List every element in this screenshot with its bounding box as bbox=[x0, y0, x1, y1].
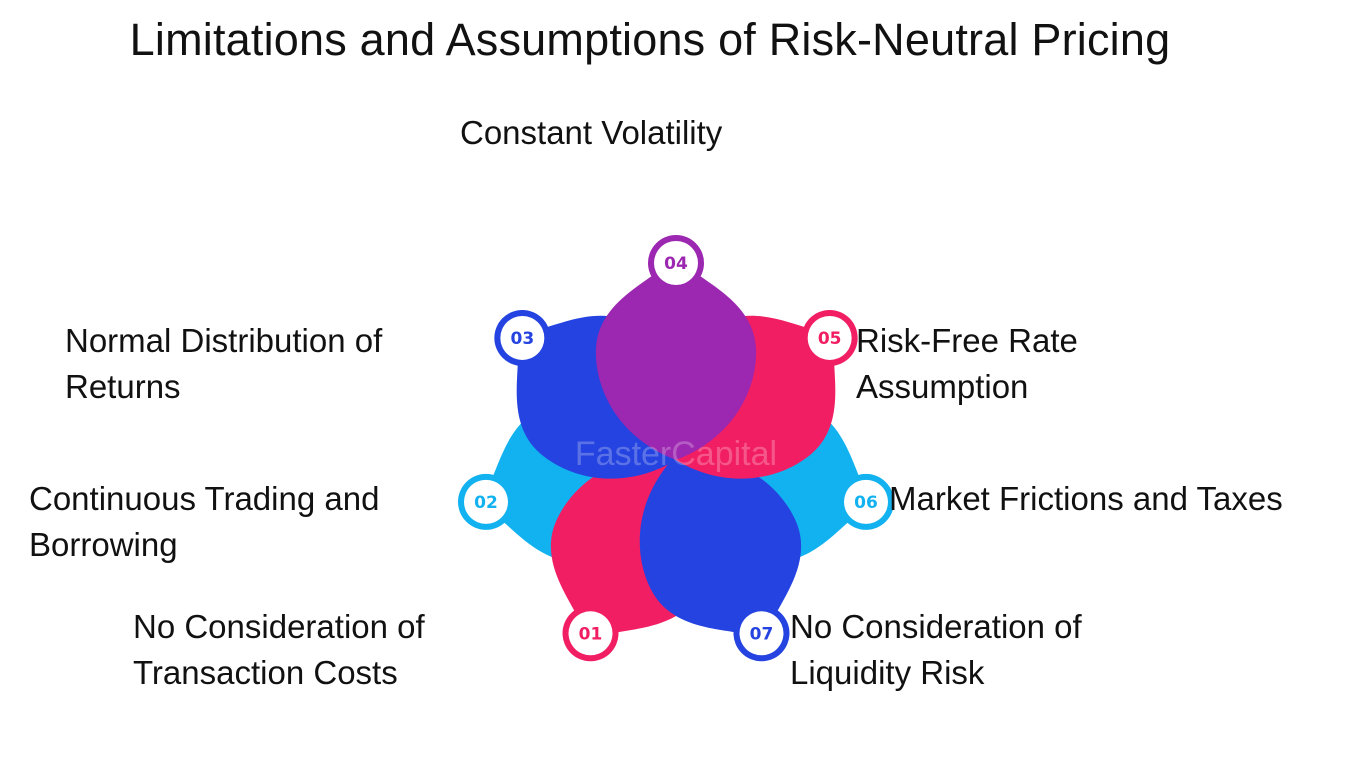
badge-number-07: 07 bbox=[750, 624, 774, 644]
label-07: No Consideration of Liquidity Risk bbox=[790, 604, 1082, 696]
label-03-line-2: Returns bbox=[65, 368, 181, 405]
label-01-line-2: Transaction Costs bbox=[133, 654, 398, 691]
badge-inner-05 bbox=[807, 315, 852, 360]
label-05-line-1: Risk-Free Rate bbox=[856, 322, 1078, 359]
badge-number-01: 01 bbox=[579, 624, 603, 644]
badge-05: 05 bbox=[801, 309, 858, 366]
badge-07: 07 bbox=[733, 605, 790, 662]
badge-inner-06 bbox=[844, 479, 889, 524]
label-02-line-1: Continuous Trading and bbox=[29, 480, 380, 517]
label-04-line-1: Constant Volatility bbox=[460, 114, 723, 151]
badge-number-04: 04 bbox=[664, 254, 688, 274]
page-title: Limitations and Assumptions of Risk-Neut… bbox=[129, 14, 1171, 65]
watermark: FasterCapital bbox=[575, 435, 777, 473]
label-07-line-1: No Consideration of bbox=[790, 608, 1082, 645]
badge-number-03: 03 bbox=[511, 329, 535, 349]
label-06-line-1: Market Frictions and Taxes bbox=[889, 480, 1283, 517]
label-01-line-1: No Consideration of bbox=[133, 608, 425, 645]
label-01: No Consideration of Transaction Costs bbox=[133, 604, 425, 696]
label-05-line-2: Assumption bbox=[856, 368, 1029, 405]
badge-number-05: 05 bbox=[818, 329, 842, 349]
label-02: Continuous Trading and Borrowing bbox=[29, 476, 379, 568]
badge-04: 04 bbox=[648, 235, 704, 291]
badge-number-02: 02 bbox=[474, 493, 498, 513]
badge-inner-01 bbox=[568, 611, 613, 656]
label-03-line-1: Normal Distribution of bbox=[65, 322, 383, 359]
label-03: Normal Distribution of Returns bbox=[65, 318, 382, 410]
badge-inner-02 bbox=[463, 479, 508, 524]
petal-04 bbox=[595, 266, 757, 460]
badge-inner-07 bbox=[739, 611, 784, 656]
badge-03: 03 bbox=[494, 309, 551, 366]
label-04: Constant Volatility bbox=[460, 110, 722, 156]
label-05: Risk-Free Rate Assumption bbox=[856, 318, 1078, 410]
badge-06: 06 bbox=[838, 473, 895, 530]
badge-02: 02 bbox=[457, 473, 514, 530]
badge-01: 01 bbox=[562, 605, 619, 662]
label-07-line-2: Liquidity Risk bbox=[790, 654, 985, 691]
badge-number-06: 06 bbox=[854, 493, 878, 513]
badge-inner-04 bbox=[654, 241, 698, 285]
label-02-line-2: Borrowing bbox=[29, 526, 178, 563]
petal-07 bbox=[639, 455, 801, 634]
label-06: Market Frictions and Taxes bbox=[889, 476, 1283, 522]
badge-inner-03 bbox=[500, 315, 545, 360]
